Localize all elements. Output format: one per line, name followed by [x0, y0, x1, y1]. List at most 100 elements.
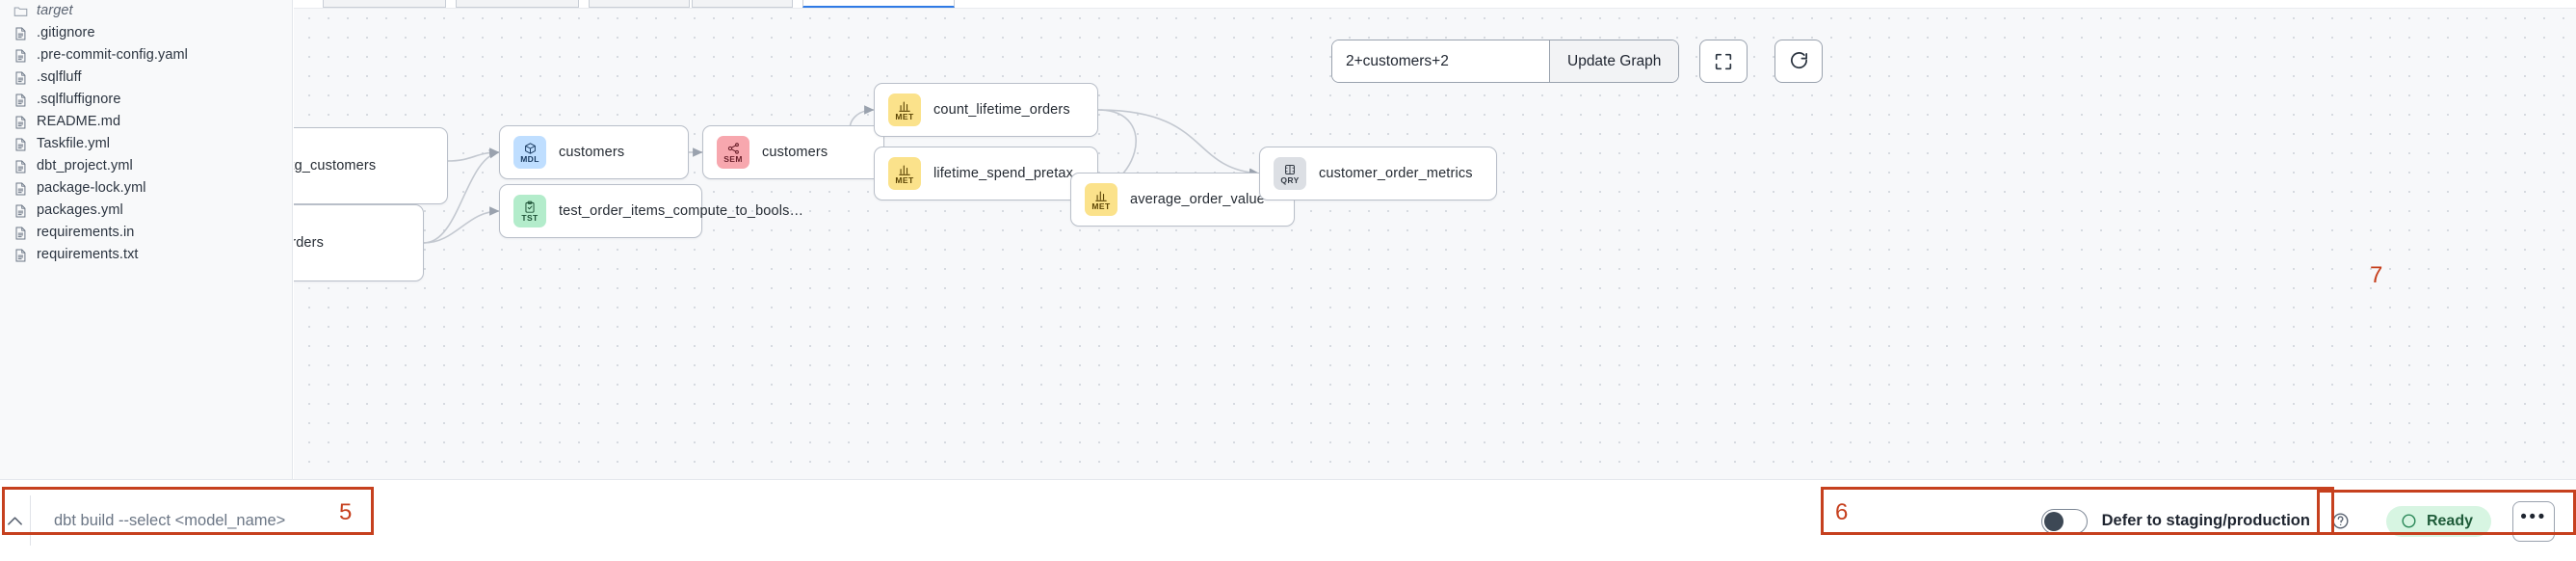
node-type-label: SEM: [723, 153, 743, 164]
file-label: .pre-commit-config.yaml: [37, 47, 188, 64]
file-label: README.md: [37, 114, 121, 130]
bar-chart-icon: [1095, 191, 1107, 201]
graph-node-stg_orders[interactable]: orders: [294, 204, 424, 281]
fullscreen-button[interactable]: [1699, 40, 1748, 83]
defer-toggle-group: Defer to staging/production: [2003, 508, 2350, 534]
help-circle-glyph: [2332, 513, 2349, 529]
file-label: requirements.txt: [37, 247, 139, 263]
file-label: dbt_project.yml: [37, 158, 133, 174]
file-label: packages.yml: [37, 202, 123, 219]
node-label: customers: [559, 145, 625, 160]
editor-tab-stub[interactable]: [323, 0, 446, 8]
command-input-group: [0, 495, 374, 546]
file-item[interactable]: .pre-commit-config.yaml: [0, 44, 292, 67]
node-type-label: MET: [895, 174, 914, 185]
refresh-icon: [1790, 52, 1807, 69]
file-label: package-lock.yml: [37, 180, 146, 197]
file-item[interactable]: package-lock.yml: [0, 177, 292, 200]
node-label: lifetime_spend_pretax: [933, 166, 1074, 181]
node-label: test_order_items_compute_to_bools…: [559, 203, 804, 219]
chevron-up-glyph: [8, 516, 22, 525]
graph-node-stg_customers[interactable]: stg_customers: [294, 127, 448, 204]
status-label: Ready: [2426, 512, 2473, 529]
graph-node-met_count_orders[interactable]: MET count_lifetime_orders: [874, 83, 1098, 137]
file-item[interactable]: packages.yml: [0, 200, 292, 222]
node-type-label: MET: [1091, 200, 1111, 211]
circle-icon: [2402, 514, 2416, 528]
graph-node-qry_customer_order[interactable]: QRY customer_order_metrics: [1259, 147, 1497, 200]
file-item[interactable]: Taskfile.yml: [0, 133, 292, 155]
node-type-badge-qry: QRY: [1274, 157, 1306, 190]
refresh-graph-button[interactable]: [1774, 40, 1824, 83]
update-graph-button[interactable]: Update Graph: [1549, 40, 1679, 82]
editor-tab-stub[interactable]: [589, 0, 690, 8]
graph-node-met_lifetime_spend[interactable]: MET lifetime_spend_pretax: [874, 147, 1098, 200]
status-badge: Ready: [2385, 505, 2491, 537]
folder-icon: [13, 6, 28, 16]
chevron-up-icon[interactable]: [0, 495, 30, 546]
node-type-label: TST: [521, 212, 539, 223]
node-label: stg_customers: [294, 158, 377, 174]
file-explorer-sidebar: target .gitignore .pre-commit-config.yaml.…: [0, 0, 293, 479]
bar-chart-icon: [899, 165, 910, 175]
editor-tab-stub[interactable]: [692, 0, 793, 8]
file-item[interactable]: dbt_project.yml: [0, 155, 292, 177]
help-circle-icon[interactable]: [2331, 512, 2350, 530]
editor-tab-stub-active[interactable]: [802, 0, 955, 8]
status-cluster: Defer to staging/production Ready •••: [2003, 480, 2576, 561]
file-tree: target .gitignore .pre-commit-config.yaml.…: [0, 0, 292, 266]
node-type-badge-mdl: MDL: [513, 136, 546, 169]
node-type-badge-tst: TST: [513, 195, 546, 227]
more-options-button[interactable]: •••: [2512, 500, 2555, 542]
file-label: Taskfile.yml: [37, 136, 111, 152]
graph-selector-input[interactable]: [1332, 40, 1549, 82]
clipboard-check-icon: [525, 200, 535, 213]
file-item[interactable]: .gitignore: [0, 22, 292, 44]
file-icon: [15, 249, 26, 261]
toggle-knob: [2043, 511, 2063, 531]
editor-tab-stub[interactable]: [456, 0, 579, 8]
defer-label: Defer to staging/production: [2101, 512, 2310, 529]
file-item[interactable]: .sqlfluff: [0, 67, 292, 89]
node-type-label: QRY: [1280, 174, 1300, 185]
node-type-badge-sem: SEM: [717, 136, 749, 169]
graph-toolbar: Update Graph: [1331, 40, 1824, 83]
file-label: .sqlfluffignore: [37, 92, 121, 108]
file-item[interactable]: README.md: [0, 111, 292, 133]
file-icon: [15, 94, 26, 106]
editor-tabbar-strip: [294, 0, 2576, 9]
cube-icon: [524, 142, 536, 154]
file-label: .gitignore: [37, 25, 95, 41]
node-label: customer_order_metrics: [1319, 166, 1473, 181]
query-icon: [1285, 164, 1295, 174]
node-type-label: MET: [895, 111, 914, 121]
folder-item[interactable]: target: [0, 0, 292, 22]
node-label: count_lifetime_orders: [933, 102, 1070, 118]
file-icon: [15, 227, 26, 239]
bottom-command-bar: Defer to staging/production Ready •••: [0, 479, 2576, 561]
file-icon: [15, 27, 26, 40]
defer-toggle[interactable]: [2040, 508, 2088, 534]
node-label: orders: [294, 235, 324, 251]
command-input[interactable]: [30, 495, 374, 546]
file-icon: [15, 49, 26, 62]
file-item[interactable]: requirements.in: [0, 222, 292, 244]
file-item[interactable]: requirements.txt: [0, 244, 292, 266]
expand-icon: [1716, 53, 1732, 69]
semantic-node-icon: [727, 142, 739, 154]
bar-chart-icon: [899, 101, 910, 112]
node-type-badge-met: MET: [1085, 183, 1117, 216]
node-type-badge-met: MET: [888, 157, 921, 190]
file-label: .sqlfluff: [37, 69, 82, 86]
graph-node-mdl_customers[interactable]: MDL customers: [499, 125, 689, 179]
file-icon: [15, 71, 26, 84]
file-icon: [15, 182, 26, 195]
graph-node-tst_order_items[interactable]: TST test_order_items_compute_to_bools…: [499, 184, 803, 238]
file-item[interactable]: .sqlfluffignore: [0, 89, 292, 111]
file-icon: [15, 138, 26, 150]
node-type-badge-met: MET: [888, 94, 921, 126]
